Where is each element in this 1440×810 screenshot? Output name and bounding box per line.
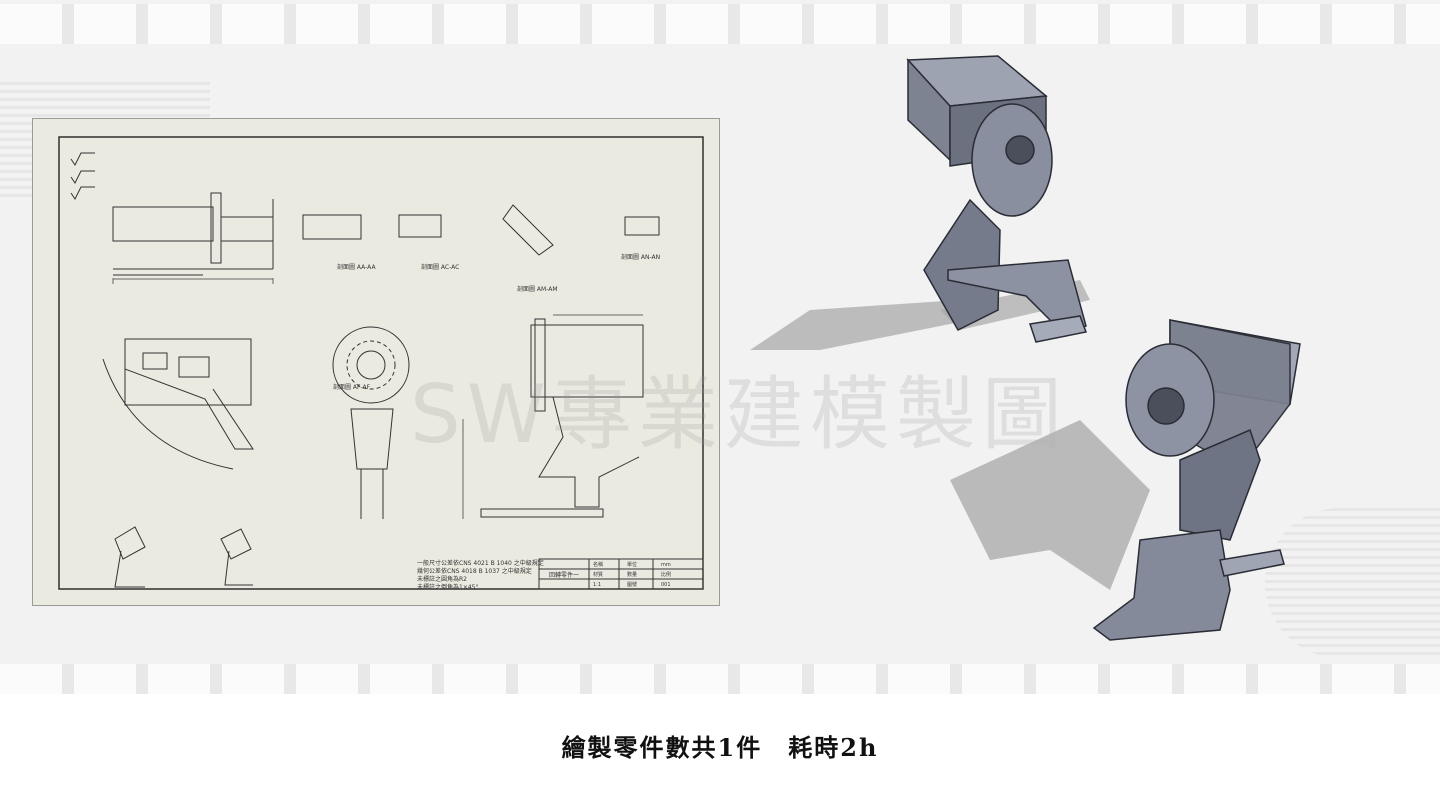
top-stripe [0,4,1440,44]
title-block-cell: 數量 [627,571,637,578]
note-2: 幾何公差依CNS 4018 B 1037 之中級規定 [417,567,532,575]
stripe-tile [1406,664,1440,694]
title-block-name: 回轉零件一 [549,571,579,579]
stripe-tile [592,4,654,44]
slide-caption: 繪製零件數共1件 耗時2h [561,733,879,762]
stripe-tile [222,4,284,44]
stripe-tile [0,664,62,694]
section-label-2: 剖面圖 AC-AC [421,263,459,271]
bottom-stripe [0,664,1440,694]
section-label-1: 剖面圖 AA-AA [337,263,376,271]
title-block-cell: 001 [661,582,671,588]
stripe-tile [148,664,210,694]
title-block-cell: 單位 [627,561,637,568]
engineering-drawing-sheet: 回轉零件一 剖面圖 AA-AA 剖面圖 AC-AC 剖面圖 AM-AM 剖面圖 … [32,118,720,606]
title-block-cell: 名稱 [593,561,603,568]
section-label-5: 剖面圖 AF-AF [333,383,371,391]
stripe-tile [296,664,358,694]
stripe-tile [1258,4,1320,44]
stripe-tile [296,4,358,44]
stripe-tile [1258,664,1320,694]
stripe-tile [1184,4,1246,44]
stripe-tile [814,664,876,694]
stripe-tile [222,664,284,694]
stripe-tile [74,4,136,44]
stripe-tile [444,4,506,44]
stripe-tile [148,4,210,44]
stripe-tile [518,4,580,44]
title-block-cell: 比例 [661,571,671,578]
3d-model-bottom [950,319,1301,641]
stripe-tile [962,664,1024,694]
title-block-cell: 1:1 [593,582,601,588]
stripe-tile [888,4,950,44]
caption-band [0,694,1440,810]
note-1: 一般尺寸公差依CNS 4021 B 1040 之中級規定 [417,559,544,567]
stripe-tile [888,664,950,694]
stripe-tile [740,4,802,44]
stripe-tile [1036,664,1098,694]
title-block-cell: 圖號 [627,581,637,588]
stripe-tile [1036,4,1098,44]
stripe-tile [666,664,728,694]
stripe-tile [0,4,62,44]
stripe-tile [1332,4,1394,44]
stripe-tile [518,664,580,694]
stripe-tile [1110,4,1172,44]
right-deco-lines [1265,508,1440,658]
section-label-4: 剖面圖 AN-AN [621,253,660,261]
stripe-tile [444,664,506,694]
stripe-tile [370,664,432,694]
stripe-tile [740,664,802,694]
stripe-tile [1110,664,1172,694]
stripe-tile [592,664,654,694]
drawing-svg: 回轉零件一 剖面圖 AA-AA 剖面圖 AC-AC 剖面圖 AM-AM 剖面圖 … [58,136,704,591]
3d-model-top [750,55,1090,350]
note-4: 未標註之倒角為1×45° [417,583,478,591]
stripe-tile [814,4,876,44]
stripe-tile [74,664,136,694]
stripe-tile [1184,664,1246,694]
title-block-cell: mm [661,562,671,568]
title-block-cell: 材質 [593,571,603,578]
stripe-tile [1406,4,1440,44]
section-label-3: 剖面圖 AM-AM [517,285,558,293]
stripe-tile [370,4,432,44]
stripe-tile [666,4,728,44]
watermark: SW專業建模製圖 [410,368,1068,461]
note-3: 未標註之圓角為R2 [417,575,467,583]
stripe-tile [962,4,1024,44]
stripe-tile [1332,664,1394,694]
